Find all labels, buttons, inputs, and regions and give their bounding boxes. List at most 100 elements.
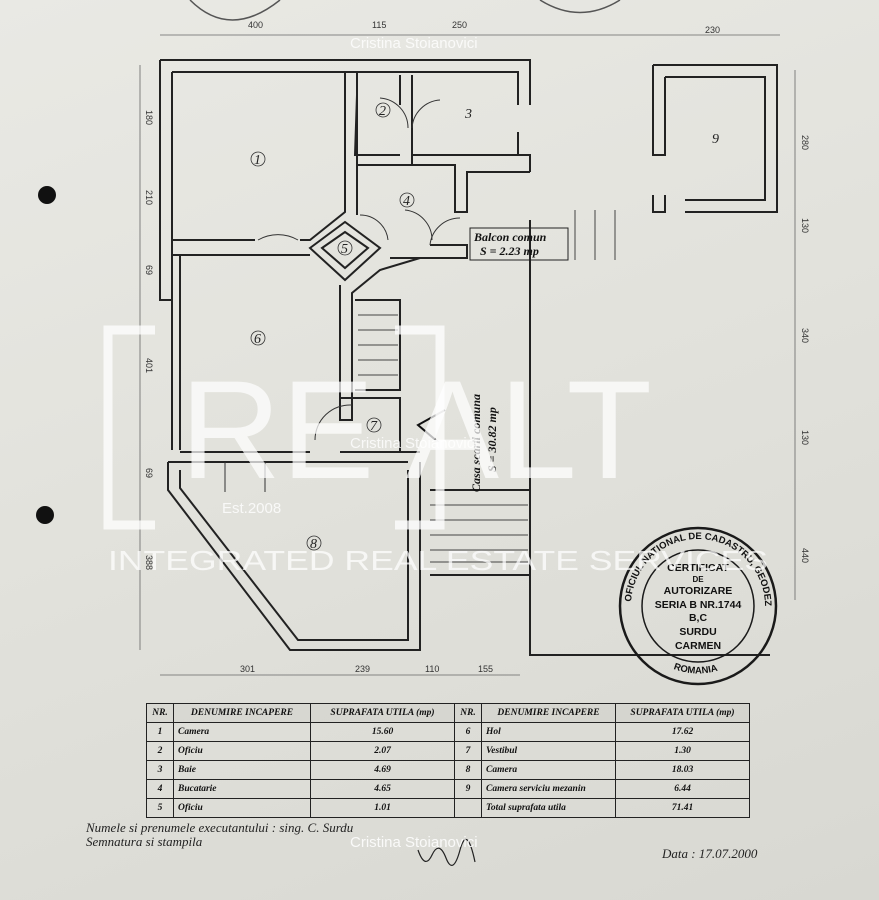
room-7-number: 7 — [370, 419, 378, 434]
stamp-line-7: CARMEN — [675, 640, 721, 652]
row-area: 17.62 — [615, 722, 750, 742]
stair-area: S = 30.82 mp — [485, 407, 499, 472]
dim-left-5: 69 — [144, 468, 154, 478]
row-name: Bucatarie — [173, 779, 311, 799]
svg-text:ROMANIA: ROMANIA — [672, 661, 719, 676]
table-row: 1 Camera 15.60 6 Hol 17.62 — [146, 722, 750, 742]
header-name-right: DENUMIRE INCAPERE — [481, 703, 616, 723]
stamp-country: ROMANIA — [672, 661, 719, 676]
row-area: 4.69 — [310, 760, 455, 780]
row-nr — [454, 798, 482, 818]
row-nr: 3 — [146, 760, 174, 780]
seal-fragment-right — [539, 0, 621, 14]
watermark-author-top: Cristina Stoianovici — [350, 35, 478, 52]
row-area: 2.07 — [310, 741, 455, 761]
header-nr-left: NR. — [146, 703, 174, 723]
row-nr: 4 — [146, 779, 174, 799]
row-nr: 7 — [454, 741, 482, 761]
dim-top-3: 250 — [452, 20, 467, 30]
dim-bottom-1: 301 — [240, 664, 255, 674]
room-9-number: 9 — [712, 132, 719, 147]
table-row: 2 Oficiu 2.07 7 Vestibul 1.30 — [146, 741, 750, 761]
watermark-brand: RE ALT — [180, 351, 652, 508]
row-name: Camera serviciu mezanin — [481, 779, 616, 799]
balcony-label: Balcon comun — [473, 230, 547, 244]
row-name: Baie — [173, 760, 311, 780]
stair-label: Casa scarii comuna — [469, 394, 483, 492]
watermark-established: Est.2008 — [222, 500, 281, 517]
stamp-ring-text: OFICIUL NATIONAL DE CADASTRU, GEODEZIE S… — [0, 0, 773, 607]
svg-text:OFICIUL NATIONAL DE CADASTRU,: OFICIUL NATIONAL DE CADASTRU, GEODEZIE S… — [0, 0, 773, 607]
room-5-number: 5 — [341, 242, 348, 257]
dim-bottom-2: 239 — [355, 664, 370, 674]
dim-left-2: 210 — [144, 190, 154, 205]
dim-top-4: 230 — [705, 25, 720, 35]
seal-fragment-left — [189, 0, 281, 21]
dim-bottom-3: 110 — [425, 664, 439, 674]
row-nr: 5 — [146, 798, 174, 818]
row-nr: 9 — [454, 779, 482, 799]
row-area: 15.60 — [310, 722, 455, 742]
signature-label: Semnatura si stampila — [86, 834, 203, 849]
table-row: 5 Oficiu 1.01 Total suprafata utila 71.4… — [146, 798, 750, 818]
dim-left-6: 388 — [144, 555, 154, 570]
cadastre-stamp: OFICIUL NATIONAL DE CADASTRU, GEODEZIE S… — [0, 0, 778, 686]
row-area: 1.01 — [310, 798, 455, 818]
stamp-line-2: DE — [692, 575, 704, 584]
row-name: Vestibul — [481, 741, 616, 761]
balcony-label-box — [469, 227, 569, 261]
rooms-table-header: NR. DENUMIRE INCAPERE SUPRAFATA UTILA (m… — [146, 703, 750, 723]
row-name: Oficiu — [173, 741, 311, 761]
total-label: Total suprafata utila — [481, 798, 616, 818]
room-6-number: 6 — [254, 332, 261, 347]
punch-hole-top — [38, 186, 56, 204]
header-area-left: SUPRAFATA UTILA (mp) — [310, 703, 455, 723]
stamp-line-6: SURDU — [679, 626, 716, 638]
stamp-line-4: SERIA B NR.1744 — [655, 599, 742, 611]
header-nr-right: NR. — [454, 703, 482, 723]
dim-right-2: 130 — [800, 218, 810, 233]
punch-hole-bottom — [36, 506, 54, 524]
door-swings — [224, 97, 461, 492]
row-area: 1.30 — [615, 741, 750, 761]
stamp-line-5: B,C — [689, 612, 708, 624]
room-1-number: 1 — [254, 153, 261, 168]
row-nr: 2 — [146, 741, 174, 761]
stamp-line-3: AUTORIZARE — [664, 585, 733, 597]
dim-top-2: 115 — [372, 20, 386, 30]
dim-left-1: 180 — [144, 110, 154, 125]
watermark-tagline: INTEGRATED REAL ESTATE SERVICES — [108, 545, 768, 576]
table-row: 4 Bucatarie 4.65 9 Camera serviciu mezan… — [146, 779, 750, 799]
row-nr: 1 — [146, 722, 174, 742]
rooms-table: NR. DENUMIRE INCAPERE SUPRAFATA UTILA (m… — [146, 703, 750, 818]
row-area: 6.44 — [615, 779, 750, 799]
watermark-author-bottom: Cristina Stoianovici — [350, 834, 478, 851]
row-area: 4.65 — [310, 779, 455, 799]
dim-right-1: 280 — [800, 135, 810, 150]
row-nr: 6 — [454, 722, 482, 742]
row-name: Oficiu — [173, 798, 311, 818]
row-name: Hol — [481, 722, 616, 742]
stair-treads — [358, 210, 616, 563]
dim-right-4: 130 — [800, 430, 810, 445]
dim-left-3: 69 — [144, 265, 154, 275]
header-name-left: DENUMIRE INCAPERE — [173, 703, 311, 723]
room-2-number: 2 — [379, 104, 386, 119]
brand-watermark: RE ALT Est.2008 INTEGRATED REAL ESTATE S… — [103, 35, 768, 576]
executor-line: Numele si prenumele executantului : sing… — [86, 820, 354, 835]
balcony-area: S = 2.23 mp — [480, 244, 539, 258]
watermark-author-mid: Cristina Stoianovici — [350, 435, 478, 452]
room-numbers: 1 2 3 4 5 6 7 8 9 — [254, 104, 719, 552]
dim-right-5: 440 — [800, 548, 810, 563]
dim-left-4: 401 — [144, 358, 154, 373]
walls — [159, 59, 778, 656]
room-4-number: 4 — [403, 194, 410, 209]
dimension-labels: 400 115 250 230 301 239 110 155 180 210 … — [144, 20, 810, 674]
floor-plan-drawing: 400 115 250 230 301 239 110 155 180 210 … — [0, 0, 810, 686]
row-nr: 8 — [454, 760, 482, 780]
row-area: 18.03 — [615, 760, 750, 780]
room-3-number: 3 — [464, 107, 472, 122]
row-name: Camera — [481, 760, 616, 780]
dim-bottom-4: 155 — [478, 664, 493, 674]
